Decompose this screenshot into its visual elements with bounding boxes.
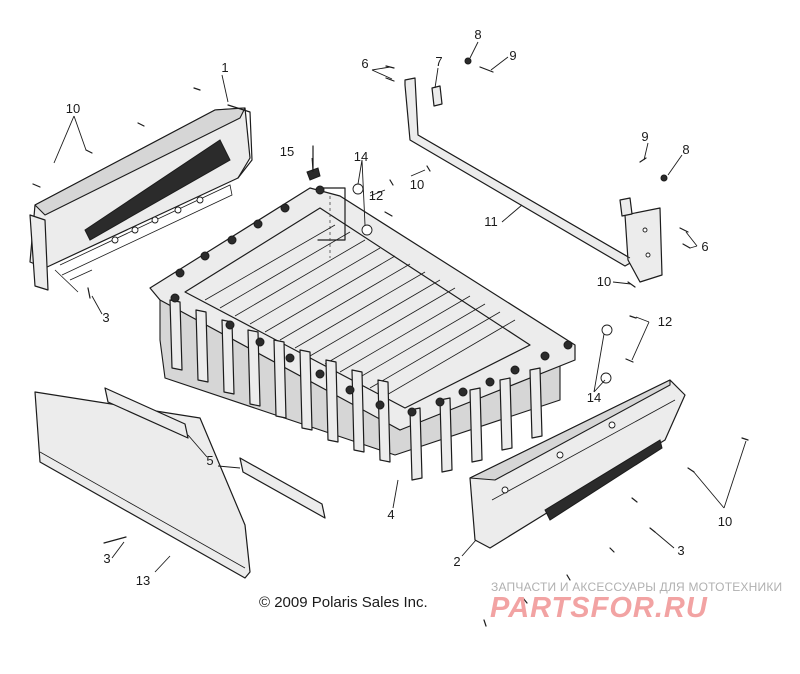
callout-3: 3: [677, 543, 684, 558]
callout-9: 9: [641, 129, 648, 144]
callout-14: 14: [587, 390, 601, 405]
callout-12: 12: [658, 314, 672, 329]
callout-11: 11: [484, 214, 498, 229]
part-1-left-side-panel: [29, 104, 253, 293]
callout-8: 8: [474, 27, 481, 42]
callout-6: 6: [361, 56, 368, 71]
callout-9: 9: [509, 48, 516, 63]
callout-13: 13: [136, 573, 150, 588]
callout-10: 10: [597, 274, 611, 289]
part-5-foam-strips: [104, 387, 326, 519]
part-11-rear-bracket: [404, 77, 663, 283]
callout-7: 7: [435, 54, 442, 69]
part-2-right-side-panel: [469, 379, 686, 549]
callout-12: 12: [369, 188, 383, 203]
watermark-tagline: ЗАПЧАСТИ И АКСЕССУАРЫ ДЛЯ МОТОТЕХНИКИ: [491, 580, 783, 594]
part-4-cargo-box: [149, 185, 576, 481]
callout-labels: 1 2 3 3 3 4 5 6 6 7 8 8 9 9 10 10 10 10 …: [66, 27, 732, 588]
callout-10: 10: [718, 514, 732, 529]
callout-2: 2: [453, 554, 460, 569]
leader-lines: [53, 41, 747, 573]
callout-3: 3: [103, 551, 110, 566]
part-13-tailgate-panel: [34, 391, 251, 579]
part-7-clip: [431, 85, 633, 217]
callout-8: 8: [682, 142, 689, 157]
copyright-notice: © 2009 Polaris Sales Inc.: [259, 594, 428, 611]
callout-6: 6: [701, 239, 708, 254]
callout-10: 10: [66, 101, 80, 116]
callout-15: 15: [280, 144, 294, 159]
watermark-logo: PARTSFOR.RU: [490, 592, 708, 624]
callout-4: 4: [387, 507, 394, 522]
callout-10: 10: [410, 177, 424, 192]
callout-5: 5: [206, 453, 213, 468]
callout-14: 14: [354, 149, 368, 164]
callout-3: 3: [102, 310, 109, 325]
callout-1: 1: [221, 60, 228, 75]
